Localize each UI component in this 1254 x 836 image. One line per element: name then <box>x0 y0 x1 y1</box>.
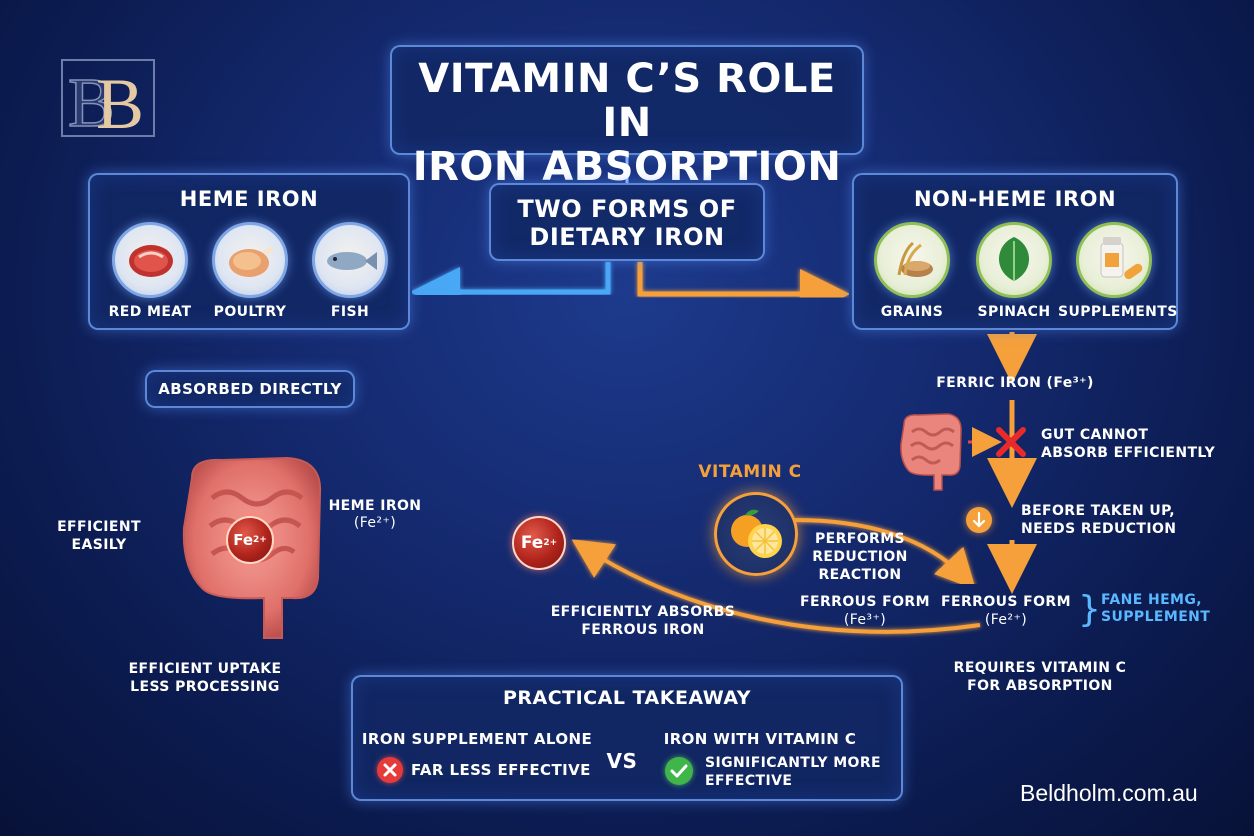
svg-text:B: B <box>68 65 115 138</box>
heme-iron-title: HEME IRON <box>179 187 319 211</box>
gut-line-1: GUT CANNOT <box>1041 427 1149 443</box>
grains-icon <box>874 222 950 298</box>
success-check-icon <box>665 757 693 785</box>
brace-icon: } <box>1078 589 1101 630</box>
before-line-1: BEFORE TAKEN UP, <box>1021 503 1175 519</box>
heme-iron-panel: HEME IRON RED MEAT POULTRY FISH <box>88 173 410 330</box>
citrus-icon <box>714 492 798 576</box>
svg-text:B: B <box>96 64 144 138</box>
uptake-line-2: LESS PROCESSING <box>130 679 280 695</box>
takeaway-left-title: IRON SUPPLEMENT ALONE <box>361 730 593 748</box>
heme-item-label: POULTRY <box>213 304 287 320</box>
fe-charge: 2+ <box>253 535 267 545</box>
fish-icon <box>312 222 388 298</box>
fe-charge: 2+ <box>543 538 558 548</box>
website-link[interactable]: Beldholm.com.au <box>1020 780 1198 806</box>
performs-line-2: REDUCTION <box>812 549 908 565</box>
absorbs-line-1: EFFICIENTLY ABSORBS <box>550 604 736 620</box>
title-line-1: VITAMIN C’S ROLE IN <box>418 56 836 146</box>
fail-x-icon <box>377 757 403 783</box>
takeaway-right-result-line-2: EFFECTIVE <box>705 773 793 789</box>
brace-line-1: FANE HEMG, <box>1101 592 1202 608</box>
brace-line-2: SUPPLEMENT <box>1101 609 1211 625</box>
performs-line-1: PERFORMS <box>814 531 906 547</box>
uptake-line-1: EFFICIENT UPTAKE <box>128 661 282 677</box>
two-forms-line-2: DIETARY IRON <box>529 223 725 251</box>
ferrous-right-line-1: FERROUS FORM <box>941 594 1071 610</box>
steak-icon <box>112 222 188 298</box>
heme-item-label: RED MEAT <box>108 304 192 320</box>
takeaway-right-title: IRON WITH VITAMIN C <box>663 730 857 748</box>
ferrous-mid-line-1: FERROUS FORM <box>800 594 930 610</box>
takeaway-left-result: FAR LESS EFFECTIVE <box>411 761 591 779</box>
takeaway-title: PRACTICAL TAKEAWAY <box>502 687 752 709</box>
efficient-line-2: EASILY <box>71 537 127 553</box>
title-box: VITAMIN C’S ROLE IN IRON ABSORPTION <box>390 45 864 189</box>
nonheme-item-label: SPINACH <box>977 304 1051 320</box>
heme-iron-arrow-label: HEME IRON <box>328 498 422 514</box>
nonheme-item-label: GRAINS <box>880 304 944 320</box>
gut-line-2: ABSORB EFFICIENTLY <box>1041 445 1216 461</box>
arrow-ferrous-to-fe <box>571 539 981 634</box>
requires-line-2: FOR ABSORPTION <box>967 678 1113 694</box>
arrow-to-nonheme <box>637 262 850 319</box>
practical-takeaway-panel: PRACTICAL TAKEAWAY IRON SUPPLEMENT ALONE… <box>351 675 903 801</box>
supplement-bottle-icon <box>1076 222 1152 298</box>
requires-line-1: REQUIRES VITAMIN C <box>953 660 1127 676</box>
nonheme-item-label: SUPPLEMENTS <box>1058 304 1178 320</box>
heme-iron-arrow-formula: (Fe²⁺) <box>353 515 397 531</box>
absorbs-line-2: FERROUS IRON <box>581 622 705 638</box>
takeaway-right-result-line-1: SIGNIFICANTLY MORE <box>705 755 881 771</box>
takeaway-vs: VS <box>606 749 638 773</box>
arrow-vitc-to-ferrous <box>794 518 976 590</box>
heme-item-label: FISH <box>330 304 370 320</box>
chicken-icon <box>212 222 288 298</box>
spinach-icon <box>976 222 1052 298</box>
logo: B B <box>60 58 156 144</box>
ferric-iron-label: FERRIC IRON (Fe³⁺) <box>936 375 1094 391</box>
non-heme-iron-title: NON-HEME IRON <box>913 187 1117 211</box>
absorbed-directly-box: ABSORBED DIRECTLY <box>145 370 355 408</box>
small-intestine-icon <box>896 410 966 492</box>
logo-monogram-icon: B B <box>61 59 155 144</box>
fe-symbol: Fe <box>233 531 253 549</box>
red-x-icon <box>996 427 1026 457</box>
two-forms-line-1: TWO FORMS OF <box>517 195 737 223</box>
non-heme-iron-panel: NON-HEME IRON GRAINS SPINACH SUPPLEMENTS <box>852 173 1178 330</box>
arrow-to-heme <box>410 262 611 317</box>
ferrous-mid-line-2: (Fe³⁺) <box>843 612 887 628</box>
two-forms-box: TWO FORMS OF DIETARY IRON <box>489 183 765 261</box>
performs-line-3: REACTION <box>818 567 902 583</box>
before-line-2: NEEDS REDUCTION <box>1021 521 1177 537</box>
ferrous-right-line-2: (Fe²⁺) <box>984 612 1028 628</box>
efficient-line-1: EFFICIENT <box>57 519 141 535</box>
down-arrow-badge-icon <box>966 507 992 533</box>
vitamin-c-title: VITAMIN C <box>698 462 802 482</box>
title-line-2: IRON ABSORPTION <box>412 144 842 190</box>
fe-symbol: Fe <box>520 533 544 553</box>
